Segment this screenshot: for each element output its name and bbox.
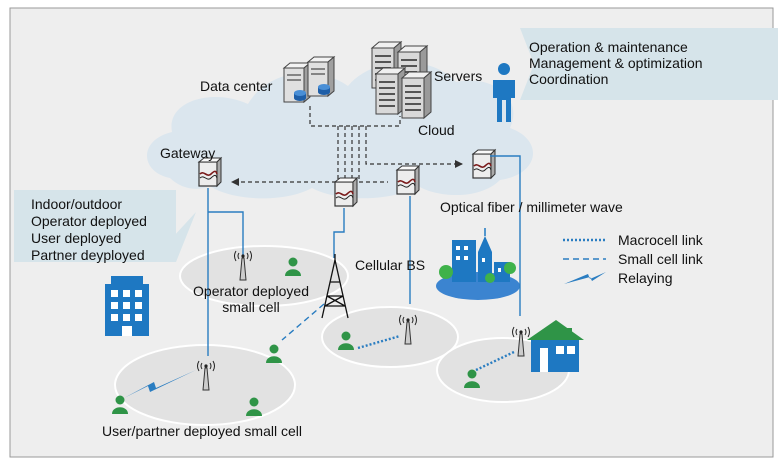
radio-links <box>281 303 515 372</box>
user-partner-small-cell-label: User/partner deployed small cell <box>102 423 302 439</box>
deployment-line-3: User deployed <box>31 230 122 246</box>
data-center-icon <box>283 56 335 103</box>
deployment-line-4: Partner deyployed <box>31 247 145 263</box>
cellular-bs-area <box>321 306 459 368</box>
optical-fiber-label: Optical fiber / millimeter wave <box>440 199 623 215</box>
servers-label: Servers <box>434 68 483 84</box>
deployment-line-2: Operator deployed <box>31 213 147 229</box>
cloud-router-icon <box>396 165 420 195</box>
cellular-tower-icon <box>321 254 349 319</box>
legend-relaying-label: Relaying <box>618 270 673 286</box>
operator-person-icon <box>493 63 515 122</box>
operations-line-2: Management & optimization <box>529 55 703 71</box>
legend-small-cell-label: Small cell link <box>618 251 703 267</box>
servers-icon <box>371 41 432 119</box>
backhaul-links <box>207 155 521 356</box>
deployment-callout-shape <box>14 190 176 262</box>
deployment-line-1: Indoor/outdoor <box>31 196 123 212</box>
data-center-label: Data center <box>200 78 273 94</box>
cellular-router-icon <box>334 177 358 207</box>
cloud-label: Cloud <box>418 122 455 138</box>
gateway-router-icon <box>198 157 222 187</box>
cellular-bs-label: Cellular BS <box>355 257 426 273</box>
city-icon <box>439 228 516 283</box>
operations-line-1: Operation & maintenance <box>529 39 688 55</box>
legend-macrocell-label: Macrocell link <box>618 232 703 248</box>
operator-small-cell-area <box>179 245 349 307</box>
optical-router-icon <box>472 149 496 179</box>
office-building-icon <box>105 276 149 336</box>
cloud-internal-links <box>231 106 463 186</box>
operator-small-cell-label: Operator deployed small cell <box>193 283 309 316</box>
gateway-label: Gateway <box>160 145 216 161</box>
house-icon <box>527 320 584 372</box>
legend-samples <box>563 238 606 260</box>
operations-line-3: Coordination <box>529 71 609 87</box>
deployment-callout-pointer <box>150 212 196 262</box>
operations-callout-shape <box>520 28 778 100</box>
legend-relaying-sample <box>564 272 606 284</box>
